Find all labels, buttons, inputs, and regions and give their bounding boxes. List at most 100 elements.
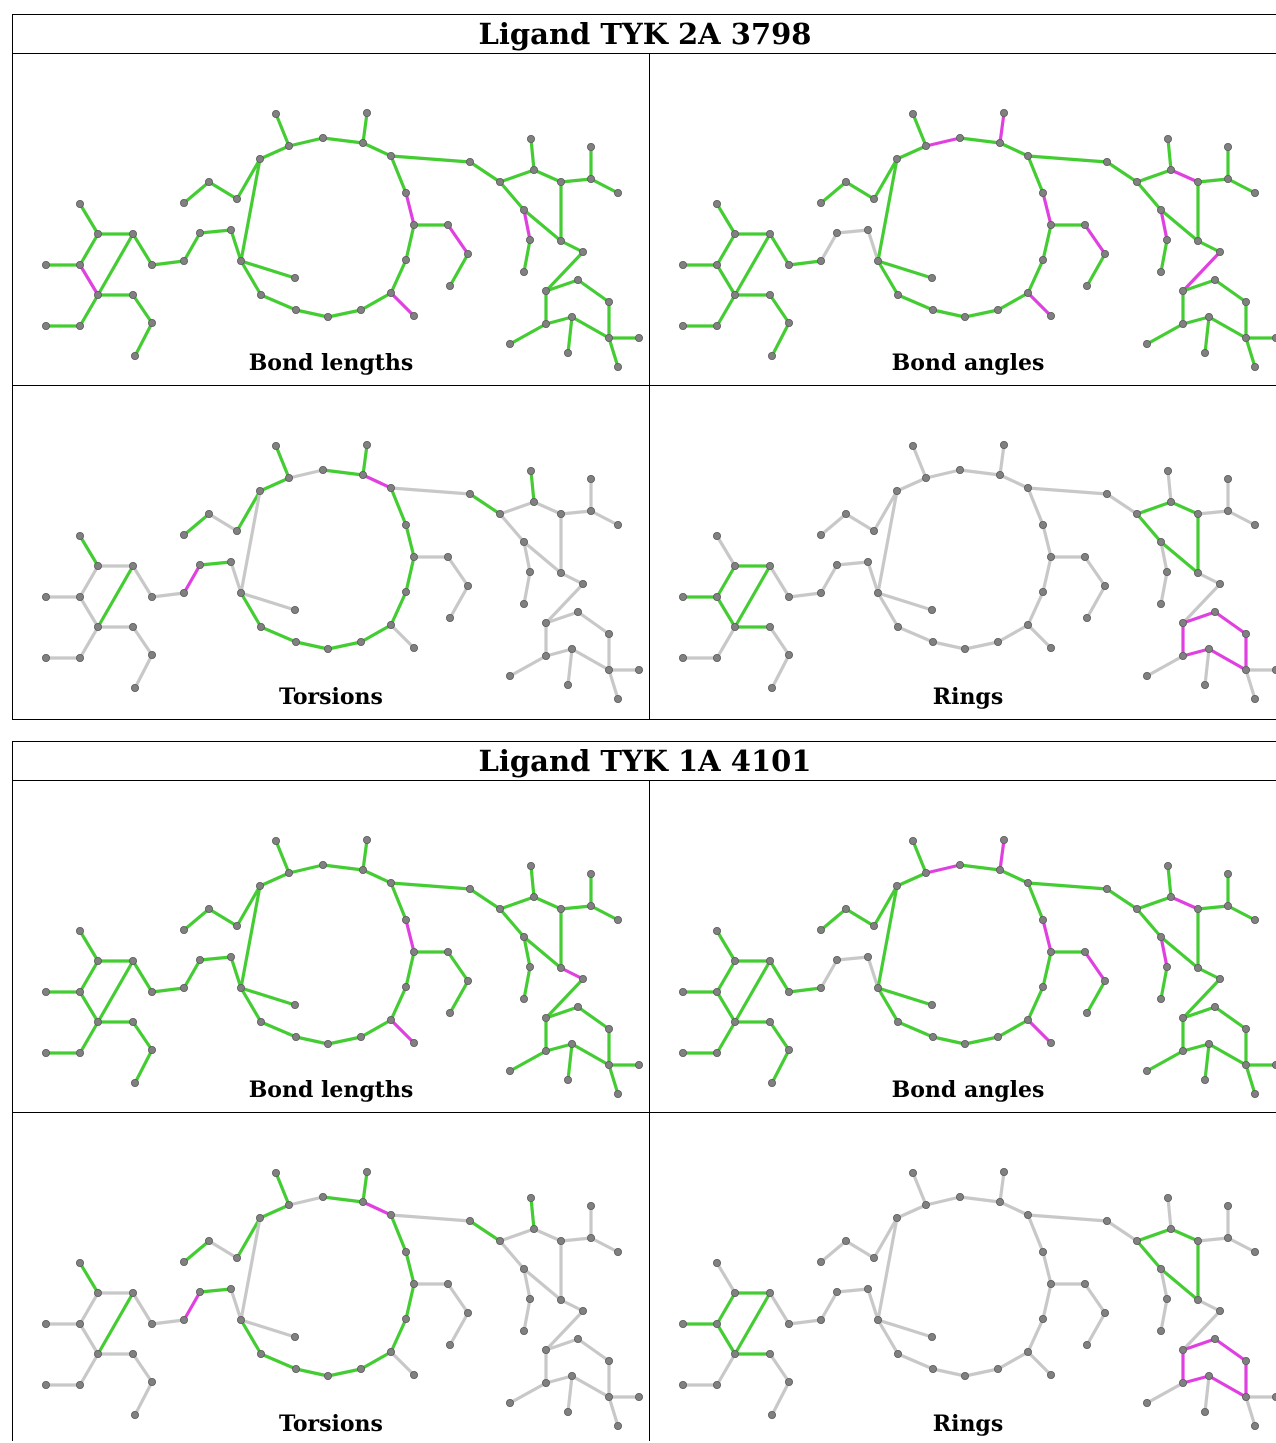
bond — [78, 990, 100, 1024]
atom — [579, 579, 588, 588]
bond — [468, 887, 502, 911]
atom — [908, 1169, 917, 1178]
bond — [198, 955, 233, 962]
atom — [1205, 1039, 1214, 1048]
atom — [766, 561, 775, 570]
bond — [1041, 191, 1053, 227]
atom — [1100, 976, 1109, 985]
bond — [876, 259, 934, 280]
bond — [389, 985, 408, 1022]
bond — [389, 1018, 416, 1045]
bond — [1083, 1282, 1107, 1315]
bond — [924, 136, 962, 148]
atom — [635, 1060, 644, 1069]
atom — [605, 1024, 614, 1033]
atom — [766, 229, 775, 238]
bond — [768, 625, 791, 657]
bond — [787, 986, 823, 994]
bond — [1135, 168, 1173, 184]
bond — [287, 468, 325, 480]
bond — [274, 112, 291, 148]
bond — [131, 959, 154, 994]
atom — [147, 318, 156, 327]
bond — [1026, 1213, 1109, 1223]
atom — [1142, 1066, 1151, 1075]
atom — [362, 109, 371, 118]
atom — [94, 1017, 103, 1026]
bond — [872, 157, 899, 201]
atom — [323, 312, 332, 321]
atom — [1167, 166, 1176, 175]
bond — [844, 180, 876, 201]
bond — [359, 1350, 393, 1371]
atom — [960, 644, 969, 653]
atom — [557, 568, 566, 577]
atom — [557, 905, 566, 914]
atom — [1205, 312, 1214, 321]
bond — [404, 191, 416, 227]
atom — [226, 557, 235, 566]
atom — [226, 1284, 235, 1293]
atom — [386, 288, 395, 297]
bond — [1196, 239, 1222, 254]
bond — [844, 907, 876, 928]
bond — [570, 315, 611, 340]
atom — [505, 1066, 514, 1075]
atom — [1272, 334, 1276, 342]
row-divider — [13, 385, 1276, 386]
bond — [389, 486, 472, 496]
bond — [78, 1020, 100, 1055]
atom — [863, 1284, 872, 1293]
bond — [787, 259, 823, 267]
bond — [1145, 322, 1185, 346]
panel-caption: Bond angles — [891, 1077, 1045, 1103]
atom — [318, 134, 327, 143]
atom — [784, 1377, 793, 1386]
bond — [895, 476, 928, 493]
bond — [998, 473, 1030, 490]
atom — [993, 1032, 1002, 1041]
atom — [766, 1017, 775, 1026]
bond — [1244, 668, 1257, 701]
atom — [1194, 510, 1203, 519]
atom — [255, 1214, 264, 1223]
atom — [768, 1410, 777, 1419]
bond — [389, 1213, 472, 1223]
atom — [1082, 1008, 1091, 1017]
atom — [1164, 467, 1173, 476]
bond — [326, 640, 363, 651]
bond — [559, 1236, 593, 1243]
bond — [1135, 1227, 1173, 1243]
bond — [787, 1318, 823, 1326]
bond — [1159, 570, 1169, 606]
bond — [258, 144, 291, 161]
molecule-diagram — [41, 1168, 644, 1430]
atom — [1163, 567, 1172, 576]
atom — [1023, 1015, 1032, 1024]
atom — [816, 983, 825, 992]
atom — [927, 273, 936, 282]
atom — [526, 962, 535, 971]
atom — [568, 644, 577, 653]
bond — [835, 1287, 870, 1294]
atom — [960, 312, 969, 321]
atom — [928, 1032, 937, 1041]
atom — [226, 952, 235, 961]
atom — [1102, 1217, 1111, 1226]
bond — [715, 990, 737, 1024]
bond — [998, 1200, 1030, 1217]
atom — [386, 484, 395, 493]
bond — [274, 1171, 291, 1207]
bond — [259, 293, 298, 312]
atom — [236, 1315, 245, 1324]
atom — [892, 155, 901, 164]
atom — [1179, 1013, 1188, 1022]
atom — [784, 1319, 793, 1328]
bond — [1196, 904, 1230, 911]
bond — [544, 582, 585, 625]
bond — [1159, 1297, 1169, 1333]
molecule-diagram — [678, 836, 1276, 1098]
atom — [731, 622, 740, 631]
atom — [519, 994, 528, 1003]
atom — [530, 498, 539, 507]
